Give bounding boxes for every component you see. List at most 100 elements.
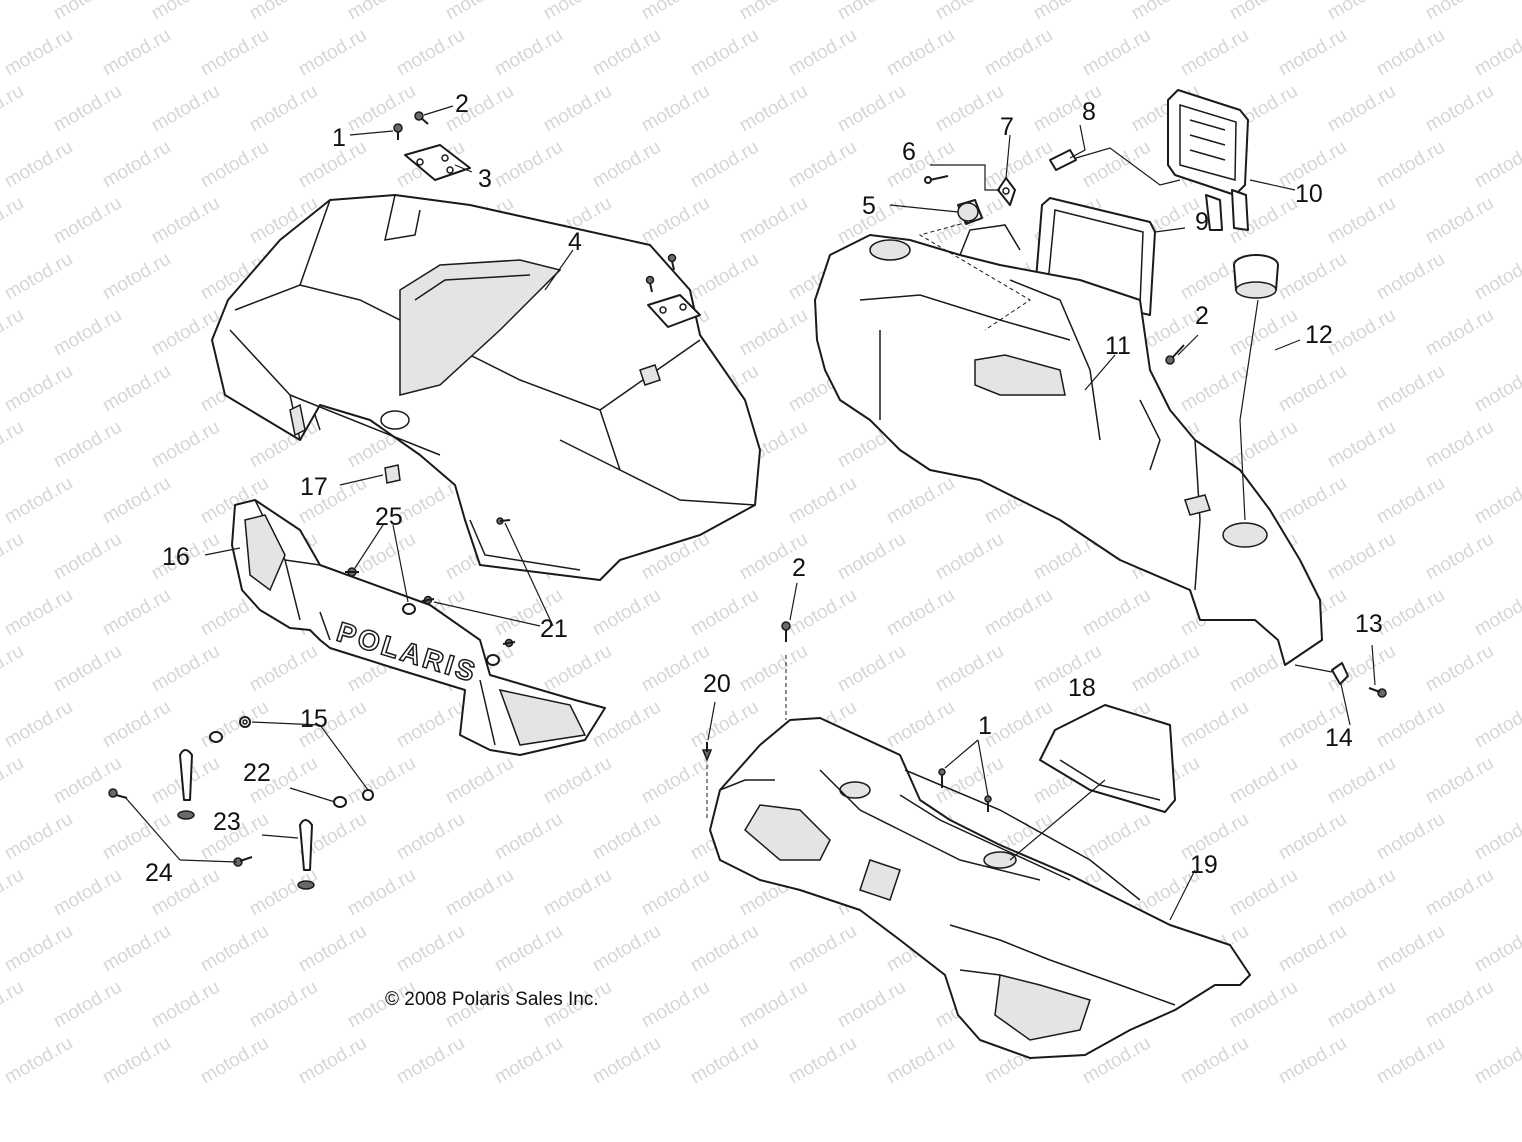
watermark-text: motod.ru: [638, 0, 713, 24]
watermark-text: motod.ru: [148, 305, 223, 361]
watermark-text: motod.ru: [1, 249, 76, 305]
watermark-text: motod.ru: [99, 697, 174, 753]
watermark-text: motod.ru: [246, 81, 321, 137]
watermark-text: motod.ru: [981, 137, 1056, 193]
watermark-text: motod.ru: [834, 81, 909, 137]
callout-9: 9: [1195, 208, 1209, 236]
watermark-text: motod.ru: [638, 865, 713, 921]
watermark-text: motod.ru: [540, 753, 615, 809]
watermark-text: motod.ru: [883, 473, 958, 529]
screws-1-2-top: [393, 111, 677, 293]
watermark-text: motod.ru: [736, 641, 811, 697]
watermark-text: motod.ru: [344, 81, 419, 137]
watermark-text: motod.ru: [491, 809, 566, 865]
watermark-text: motod.ru: [1471, 697, 1522, 753]
watermark-text: motod.ru: [344, 753, 419, 809]
watermark-text: motod.ru: [785, 585, 860, 641]
watermark-text: motod.ru: [1422, 977, 1497, 1033]
watermark-text: motod.ru: [589, 137, 664, 193]
dashboard-part-11: [814, 224, 1323, 666]
watermark-text: motod.ru: [148, 193, 223, 249]
watermark-text: motod.ru: [1373, 585, 1448, 641]
watermark-text: motod.ru: [99, 137, 174, 193]
watermark-text: motod.ru: [295, 25, 370, 81]
watermark-text: motod.ru: [589, 697, 664, 753]
watermark-text: motod.ru: [1324, 977, 1399, 1033]
watermark-text: motod.ru: [50, 977, 125, 1033]
watermark-text: motod.ru: [393, 25, 468, 81]
watermark-text: motod.ru: [1373, 921, 1448, 977]
watermark-text: motod.ru: [1324, 305, 1399, 361]
watermark-text: motod.ru: [99, 585, 174, 641]
watermark-text: motod.ru: [50, 529, 125, 585]
watermark-text: motod.ru: [1471, 1033, 1522, 1089]
watermark-text: motod.ru: [785, 25, 860, 81]
watermark-text: motod.ru: [246, 977, 321, 1033]
callout-2: 2: [455, 90, 469, 118]
watermark-text: motod.ru: [834, 977, 909, 1033]
screw-2-dashboard: [1165, 344, 1185, 365]
callout-14: 14: [1325, 724, 1353, 752]
copyright-notice: © 2008 Polaris Sales Inc.: [385, 989, 599, 1010]
watermark-text: motod.ru: [883, 25, 958, 81]
watermark-text: motod.ru: [687, 25, 762, 81]
watermark-text: motod.ru: [932, 753, 1007, 809]
watermark-text: motod.ru: [0, 977, 27, 1033]
watermark-text: motod.ru: [442, 0, 517, 24]
watermark-text: motod.ru: [981, 697, 1056, 753]
callout-5: 5: [862, 192, 876, 220]
fasteners-21-25: [345, 517, 516, 666]
watermark-text: motod.ru: [540, 641, 615, 697]
watermark-text: motod.ru: [0, 0, 27, 24]
watermark-text: motod.ru: [785, 921, 860, 977]
watermark-text: motod.ru: [295, 921, 370, 977]
watermark-text: motod.ru: [491, 137, 566, 193]
watermark-text: motod.ru: [1422, 0, 1497, 24]
watermark-text: motod.ru: [1079, 137, 1154, 193]
watermark-text: motod.ru: [1422, 417, 1497, 473]
watermark-text: motod.ru: [50, 0, 125, 24]
callout-23: 23: [213, 808, 241, 836]
watermark-text: motod.ru: [981, 25, 1056, 81]
callout-18: 18: [1068, 674, 1096, 702]
leader-lines: [124, 105, 1376, 921]
watermark-text: motod.ru: [1079, 25, 1154, 81]
watermark-text: motod.ru: [50, 753, 125, 809]
watermark-text: motod.ru: [99, 921, 174, 977]
watermark-text: motod.ru: [736, 81, 811, 137]
watermark-text: motod.ru: [1128, 641, 1203, 697]
watermark-text: motod.ru: [834, 641, 909, 697]
watermark-text: motod.ru: [883, 697, 958, 753]
callout-2-dashboard: 2: [1195, 302, 1209, 330]
watermark-text: motod.ru: [1324, 81, 1399, 137]
watermark-text: motod.ru: [50, 865, 125, 921]
watermark-text: motod.ru: [1177, 361, 1252, 417]
watermark-text: motod.ru: [1471, 137, 1522, 193]
watermark-text: motod.ru: [1079, 809, 1154, 865]
watermark-text: motod.ru: [1471, 809, 1522, 865]
watermark-text: motod.ru: [393, 1033, 468, 1089]
watermark-text: motod.ru: [1226, 753, 1301, 809]
watermark-text: motod.ru: [638, 977, 713, 1033]
watermark-text: motod.ru: [1, 137, 76, 193]
watermark-text: motod.ru: [1177, 1033, 1252, 1089]
watermark-text: motod.ru: [148, 81, 223, 137]
callout-12: 12: [1305, 321, 1333, 349]
watermark-text: motod.ru: [442, 753, 517, 809]
parts-13-14: [1331, 662, 1387, 698]
watermark-text: motod.ru: [932, 0, 1007, 24]
watermark-text: motod.ru: [1275, 25, 1350, 81]
hardware-15-22-23-24: [108, 716, 374, 890]
watermark-text: motod.ru: [834, 0, 909, 24]
watermark-text: motod.ru: [197, 921, 272, 977]
watermark-text: motod.ru: [1324, 193, 1399, 249]
watermark-text: motod.ru: [834, 529, 909, 585]
floor-tray-part-19: [709, 717, 1251, 1059]
watermark-text: motod.ru: [687, 585, 762, 641]
watermark-text: motod.ru: [932, 81, 1007, 137]
watermark-text: motod.ru: [344, 0, 419, 24]
watermark-text: motod.ru: [1373, 809, 1448, 865]
watermark-text: motod.ru: [0, 193, 27, 249]
screws-1-20-floor: [701, 621, 992, 812]
watermark-text: motod.ru: [687, 249, 762, 305]
